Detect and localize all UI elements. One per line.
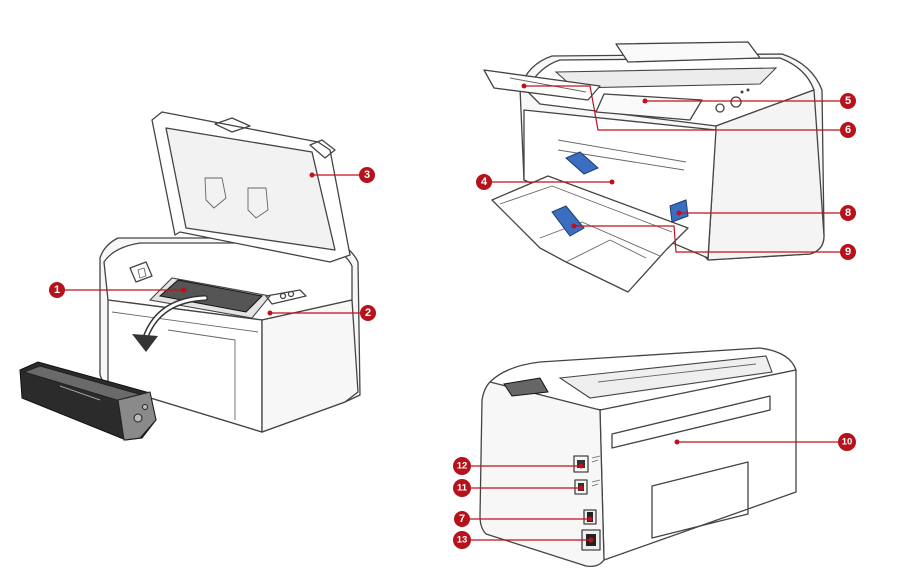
callout-label: 4 [481, 176, 488, 188]
printer-paper-tray-illustration [483, 41, 825, 293]
callout-label: 12 [457, 461, 468, 472]
callout-3: 3 [309, 167, 375, 183]
callout-label: 2 [365, 307, 371, 319]
callout-2: 2 [267, 305, 376, 321]
callout-1: 1 [49, 282, 187, 298]
callout-6: 6 [521, 83, 856, 138]
callout-label: 3 [364, 169, 370, 181]
printer-rear-illustration [479, 347, 797, 568]
arrow-curved-icon [132, 295, 208, 352]
callout-12: 12 [453, 457, 584, 475]
callout-label: 1 [54, 284, 60, 296]
callout-10: 10 [674, 433, 856, 451]
paper-guide-left [551, 205, 585, 237]
callout-label: 11 [457, 483, 468, 494]
callout-label: 9 [845, 246, 851, 258]
callout-label: 5 [845, 95, 851, 107]
callout-7: 7 [454, 511, 593, 527]
callout-5: 5 [642, 93, 856, 109]
callout-11: 11 [453, 479, 584, 497]
callout-label: 8 [845, 207, 851, 219]
callout-9: 9 [571, 223, 856, 260]
callout-4: 4 [476, 174, 615, 190]
paper-guide-rear [565, 151, 599, 175]
callout-label: 6 [845, 124, 851, 136]
callout-8: 8 [676, 205, 856, 221]
callout-label: 13 [457, 535, 468, 546]
printer-open-cover-illustration [19, 111, 361, 441]
callout-label: 7 [459, 513, 465, 525]
callout-label: 10 [842, 437, 853, 448]
toner-cartridge [19, 361, 157, 441]
callout-13: 13 [453, 531, 594, 549]
